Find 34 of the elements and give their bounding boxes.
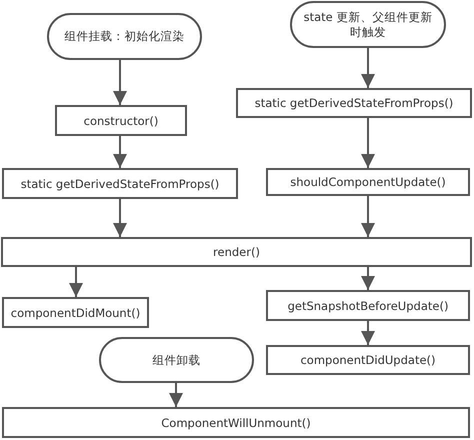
terminal-pill xyxy=(47,13,202,60)
node-label: render() xyxy=(213,245,260,259)
process-box xyxy=(1,237,472,267)
arrow xyxy=(113,60,127,105)
terminal-pill xyxy=(290,1,446,48)
arrow xyxy=(361,48,375,88)
process-box xyxy=(2,297,149,328)
node-label: 组件卸载 xyxy=(152,352,200,368)
node-label: getSnapshotBeforeUpdate() xyxy=(288,298,448,312)
arrow xyxy=(361,118,375,168)
node-label: constructor() xyxy=(84,114,158,128)
process-box xyxy=(2,168,238,199)
node-label: static getDerivedStateFromProps() xyxy=(20,176,220,190)
arrow xyxy=(69,267,83,297)
terminal-pill xyxy=(99,337,254,383)
arrow xyxy=(169,383,183,407)
arrow xyxy=(361,196,375,237)
arrow xyxy=(113,136,127,168)
process-box xyxy=(2,407,470,438)
node-label: state 更新、父组件更新时触发 xyxy=(302,10,434,40)
process-box xyxy=(236,88,472,118)
arrow xyxy=(361,267,375,290)
process-box xyxy=(266,345,470,375)
node-label: ComponentWillUnmount() xyxy=(161,416,311,430)
process-box xyxy=(266,290,470,321)
arrow xyxy=(113,199,127,237)
process-box xyxy=(55,105,187,136)
node-label: static getDerivedStateFromProps() xyxy=(254,96,454,110)
node-label: shouldComponentUpdate() xyxy=(290,175,446,189)
arrow xyxy=(361,321,375,345)
node-label: 组件挂载：初始化渲染 xyxy=(64,29,184,44)
node-label: componentDidUpdate() xyxy=(300,353,436,367)
node-label: componentDidMount() xyxy=(10,306,140,320)
process-box xyxy=(266,168,470,196)
